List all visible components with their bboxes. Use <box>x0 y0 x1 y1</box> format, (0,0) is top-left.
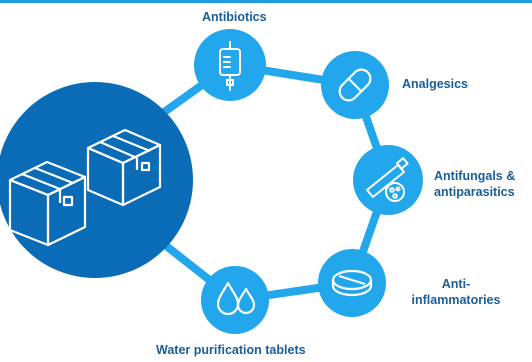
label-antifungals-line2: antiparasitics <box>434 184 515 199</box>
label-analgesics: Analgesics <box>402 77 469 91</box>
anti-inflammatories-node <box>318 249 386 317</box>
ointment-tube-icon <box>366 157 409 202</box>
label-anti-inflammatories: Anti- inflammatories <box>402 277 510 308</box>
label-water-purification: Water purification tablets <box>156 343 306 357</box>
label-antifungals-line1: Antifungals & <box>434 169 516 183</box>
capsule-icon <box>338 68 372 102</box>
boxes-icon <box>8 128 162 247</box>
antifungals-node <box>353 145 423 215</box>
water-node <box>201 266 269 334</box>
antibiotics-node <box>194 29 266 101</box>
label-antifungals: Antifungals & antiparasitics <box>434 169 515 200</box>
top-accent-line <box>0 0 532 3</box>
label-antibiotics: Antibiotics <box>202 10 267 24</box>
analgesics-node <box>321 51 389 119</box>
label-anti-inflammatories-line2: inflammatories <box>411 292 501 307</box>
tablet-icon <box>331 269 373 297</box>
label-anti-inflammatories-line1: Anti- <box>441 277 471 291</box>
iv-bag-icon <box>219 41 241 91</box>
water-drops-icon <box>216 281 256 316</box>
center-node <box>0 82 193 278</box>
